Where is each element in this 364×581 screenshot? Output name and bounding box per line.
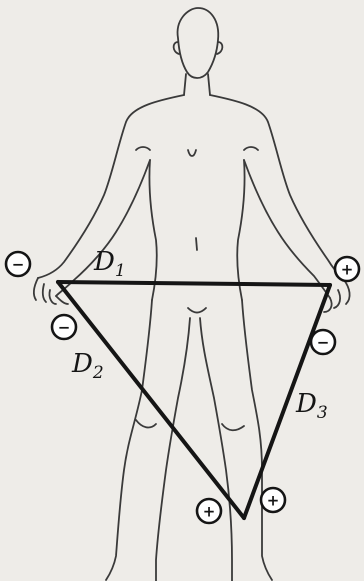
electrode-right-arm-outer: − xyxy=(6,252,30,276)
human-figure xyxy=(34,8,350,581)
left-leg-outer xyxy=(242,300,272,580)
lead-label-d1: D1 xyxy=(93,247,126,281)
polarity-sign: + xyxy=(267,492,280,510)
einthoven-triangle xyxy=(58,282,330,518)
navel-mark xyxy=(196,238,197,250)
groin-mark xyxy=(188,308,206,313)
polarity-sign: + xyxy=(341,261,354,279)
head-outline xyxy=(178,8,219,78)
left-arm-outer xyxy=(210,95,344,280)
right-knee xyxy=(136,420,156,427)
left-leg-inner xyxy=(200,318,232,581)
torso-right-side xyxy=(149,160,156,300)
lead-line-d1 xyxy=(58,282,330,285)
polarity-sign: − xyxy=(317,334,330,352)
electrode-right-arm-inner: − xyxy=(52,315,76,339)
left-knee xyxy=(222,424,244,430)
clavicle-left xyxy=(244,147,258,150)
polarity-sign: − xyxy=(58,319,71,337)
polarity-sign: + xyxy=(203,503,216,521)
lead-line-d3 xyxy=(244,285,330,518)
electrode-left-leg-left: + xyxy=(197,499,221,523)
lead-label-d2: D2 xyxy=(71,349,104,383)
torso-left-side xyxy=(237,160,244,300)
lead-label-d3: D3 xyxy=(295,389,328,423)
sternum-mark xyxy=(188,150,196,156)
right-leg-inner xyxy=(156,318,190,581)
clavicle-right xyxy=(136,147,150,150)
electrode-left-arm-outer: + xyxy=(335,257,359,281)
left-arm-inner xyxy=(244,160,330,298)
right-leg-outer xyxy=(106,300,152,580)
electrode-left-arm-inner: − xyxy=(311,330,335,354)
electrode-left-leg-right: + xyxy=(261,488,285,512)
polarity-sign: − xyxy=(12,256,25,274)
